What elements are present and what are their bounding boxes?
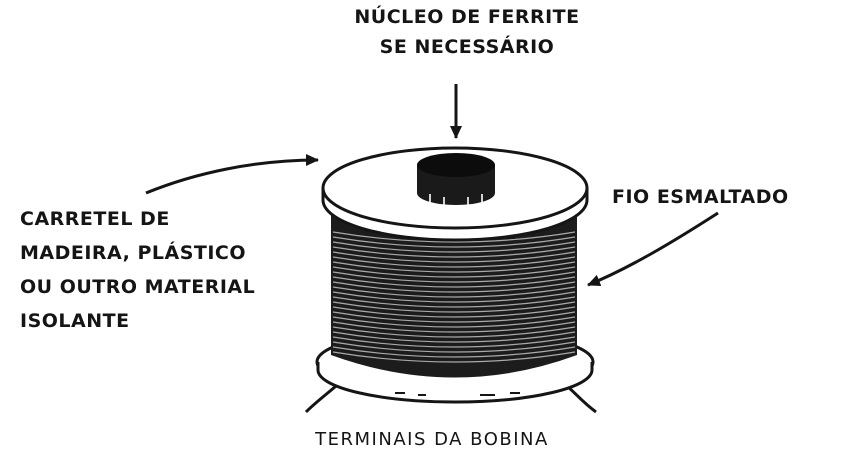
winding-turn (332, 291, 576, 303)
winding-turn (332, 311, 576, 323)
winding-turn (332, 286, 576, 298)
bobbin-label-line-2: MADEIRA, PLÁSTICO (20, 242, 246, 264)
winding-turn (332, 281, 576, 293)
winding-turn (332, 271, 576, 283)
winding-turn (332, 256, 576, 268)
bobbin-label: CARRETEL DE MADEIRA, PLÁSTICO OU OUTRO M… (20, 202, 255, 338)
winding-turn (332, 301, 576, 313)
ferrite-core-label-line-1: NÚCLEO DE FERRITE (354, 6, 580, 28)
top-flange (321, 146, 589, 242)
winding-turn (332, 346, 576, 358)
winding-turn (332, 316, 576, 328)
winding-turn (332, 326, 576, 338)
bobbin-label-line-1: CARRETEL DE (20, 208, 170, 230)
winding-turn (332, 336, 576, 348)
winding-turn (332, 341, 576, 353)
ferrite-core (417, 153, 495, 207)
winding-turn (332, 321, 576, 333)
wire-arrow (587, 211, 719, 287)
winding-turn (332, 251, 576, 263)
winding-turn (332, 296, 576, 308)
winding-turn (332, 266, 576, 278)
winding-turn (332, 276, 576, 288)
bobbin-label-line-3: OU OUTRO MATERIAL (20, 276, 256, 298)
winding-turn (332, 331, 576, 343)
winding-turn (332, 351, 576, 363)
winding-turn (332, 261, 576, 273)
winding-turn (332, 236, 576, 248)
ferrite-core-label-line-2: SE NECESSÁRIO (379, 36, 555, 58)
bobbin-label-line-4: ISOLANTE (20, 310, 130, 332)
enamelled-wire-label: FIO ESMALTADO (612, 186, 789, 208)
ferrite-core-label: NÚCLEO DE FERRITE SE NECESSÁRIO (0, 2, 864, 62)
bobbin-arrow (145, 154, 319, 195)
winding-turn (332, 231, 576, 243)
winding-turn (332, 246, 576, 258)
terminals-label: TERMINAIS DA BOBINA (315, 429, 549, 450)
winding-turn (332, 241, 576, 253)
winding-turn (332, 306, 576, 318)
wire-winding (331, 215, 577, 378)
